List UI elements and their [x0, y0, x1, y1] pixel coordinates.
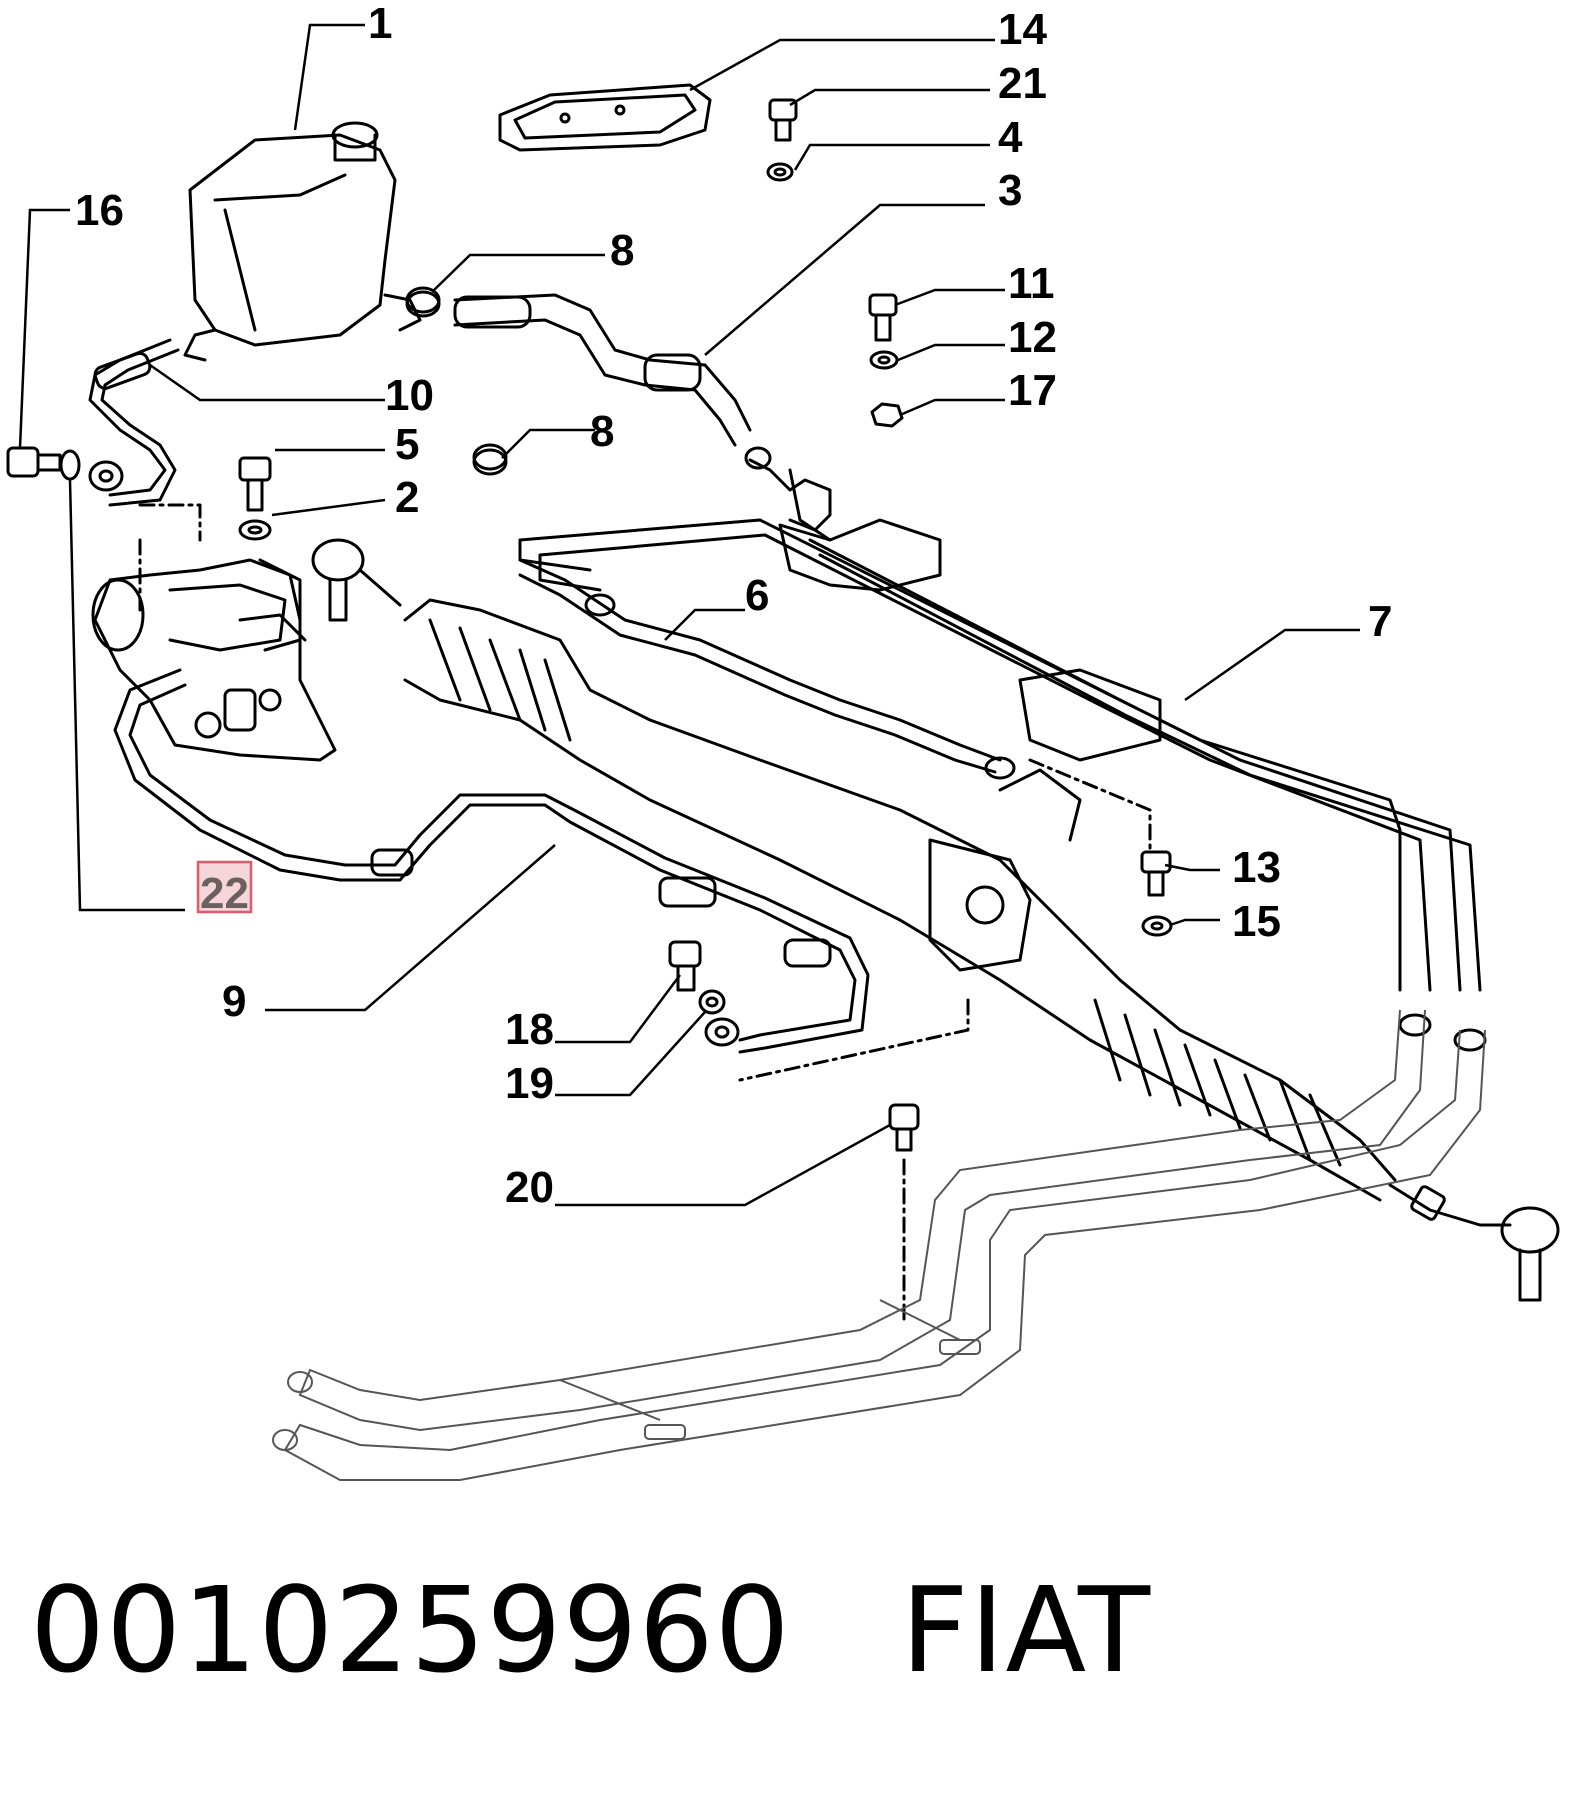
callout-21: 21 — [998, 59, 1047, 108]
leader-lines — [18, 23, 1360, 1207]
rubber-pad — [498, 83, 712, 152]
callout-20: 20 — [505, 1163, 554, 1212]
alignment-line-d — [738, 998, 970, 1082]
reservoir — [183, 121, 422, 362]
callout-8-upper: 8 — [610, 226, 634, 275]
bracket-lower — [1018, 668, 1162, 762]
callout-10: 10 — [385, 371, 434, 420]
callout-11: 11 — [1008, 259, 1055, 308]
washer-2 — [238, 519, 272, 541]
nut-17 — [870, 402, 904, 428]
supply-hose — [453, 293, 752, 447]
callout-3: 3 — [998, 166, 1022, 215]
washer-19 — [698, 989, 726, 1015]
bracket-upper — [778, 468, 942, 592]
bolt-16 — [6, 446, 62, 478]
callout-14: 14 — [998, 5, 1047, 54]
eye-fitting — [88, 460, 124, 492]
hose-clamp-lower — [472, 443, 508, 476]
bolt-20 — [888, 1103, 920, 1152]
caption: 0010259960 FIAT — [30, 1555, 1151, 1705]
callout-4: 4 — [998, 113, 1023, 162]
callout-16: 16 — [75, 186, 124, 235]
eye-fitting-19 — [704, 1017, 740, 1047]
callout-13: 13 — [1232, 843, 1281, 892]
brand-name: FIAT — [900, 1561, 1152, 1699]
alignment-line-e — [1028, 758, 1152, 852]
callout-19: 19 — [505, 1059, 554, 1108]
tie-rod-end-left — [311, 538, 402, 622]
washer-4 — [766, 162, 794, 182]
bolt-11 — [868, 293, 898, 342]
tie-rod-end-right — [1388, 1183, 1560, 1302]
rack-pipe — [518, 558, 1016, 780]
callout-12: 12 — [1008, 313, 1057, 362]
washer-16 — [59, 449, 81, 481]
bolt-21 — [768, 98, 798, 142]
washer-12 — [869, 350, 899, 370]
alignment-line-a — [138, 503, 202, 542]
callout-7: 7 — [1368, 597, 1392, 646]
highlight-box — [196, 860, 253, 914]
callout-18: 18 — [505, 1005, 554, 1054]
callout-2: 2 — [395, 473, 419, 522]
return-hose — [88, 338, 180, 507]
callout-17: 17 — [1008, 366, 1057, 415]
steering-rack — [403, 598, 1397, 1202]
washer-15 — [1141, 915, 1173, 937]
callout-6: 6 — [745, 571, 769, 620]
part-number: 0010259960 — [30, 1561, 791, 1699]
callout-9: 9 — [222, 977, 246, 1026]
callout-labels: 1 14 21 4 3 8 11 12 17 8 5 2 10 16 6 7 1… — [75, 0, 1392, 1212]
callout-5: 5 — [395, 420, 419, 469]
steering-pump — [91, 558, 337, 762]
callout-22: 22 — [200, 869, 249, 918]
callout-1: 1 — [368, 0, 392, 48]
callout-15: 15 — [1232, 897, 1281, 946]
bolt-13 — [1140, 850, 1172, 897]
cooler-loop — [272, 1009, 1486, 1481]
hose-clamp-upper — [405, 286, 441, 318]
cooler-lines — [518, 518, 1487, 1052]
bolt-5 — [238, 456, 272, 512]
callout-8-lower: 8 — [590, 407, 614, 456]
hose-fitting — [744, 446, 832, 532]
pressure-hose — [113, 668, 870, 1054]
